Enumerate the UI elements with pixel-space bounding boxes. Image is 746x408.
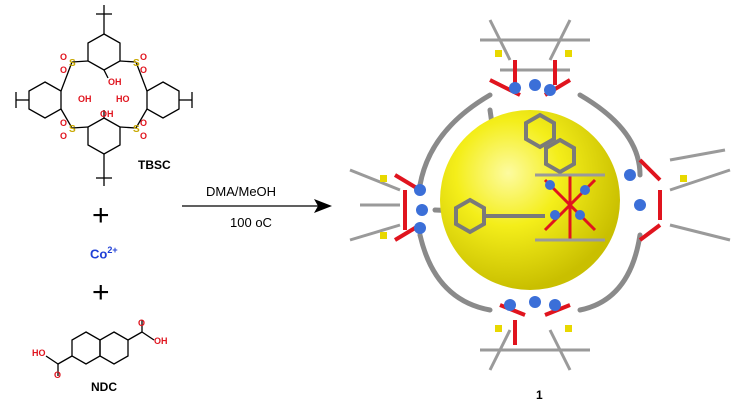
svg-text:OH: OH xyxy=(78,94,92,104)
cobalt-ion-label: Co2+ xyxy=(90,245,118,261)
reaction-temperature: 100 oC xyxy=(230,215,272,230)
right-cluster xyxy=(624,148,731,242)
cobalt-symbol: Co xyxy=(90,246,108,262)
svg-text:O: O xyxy=(138,318,145,328)
left-cluster xyxy=(349,168,428,242)
temperature-value: 100 xyxy=(230,215,252,230)
tbsc-ho-right: HO xyxy=(116,94,130,104)
tbsc-sulfur-label: S xyxy=(69,58,76,69)
plus-sign-1: + xyxy=(92,199,110,232)
svg-text:O: O xyxy=(140,118,147,128)
ndc-ho-label: HO xyxy=(32,348,46,358)
center-cluster xyxy=(535,173,605,242)
ndc-oh-label: OH xyxy=(154,336,168,346)
tbsc-label: TBSC xyxy=(138,158,171,172)
svg-text:O: O xyxy=(60,131,67,141)
tbsc-oh-top: OH xyxy=(108,77,122,87)
ndc-label: NDC xyxy=(91,380,117,394)
plus-sign-2: + xyxy=(92,276,110,309)
product-cage-structure xyxy=(349,19,731,371)
svg-text:S: S xyxy=(69,124,76,135)
svg-text:O: O xyxy=(140,52,147,62)
tbsc-oxygen-label: O xyxy=(60,52,67,62)
svg-text:OH: OH xyxy=(100,109,114,119)
bottom-cluster xyxy=(480,296,590,371)
ndc-structure: HO O OH O xyxy=(32,318,168,378)
reaction-solvent: DMA/MeOH xyxy=(206,184,277,199)
svg-text:O: O xyxy=(60,118,67,128)
tbsc-structure: O O O O O O O O OH OH HO OH S S S S xyxy=(15,5,193,186)
svg-text:S: S xyxy=(133,58,140,69)
ndc-oxygen-label: O xyxy=(54,370,61,378)
product-label: 1 xyxy=(536,388,543,402)
reaction-arrow xyxy=(182,199,332,213)
svg-text:S: S xyxy=(133,124,140,135)
svg-text:O: O xyxy=(140,131,147,141)
top-cluster xyxy=(480,19,590,97)
svg-text:O: O xyxy=(60,65,67,75)
temperature-unit: oC xyxy=(255,215,272,230)
svg-text:O: O xyxy=(140,65,147,75)
cobalt-charge: 2+ xyxy=(107,245,118,255)
